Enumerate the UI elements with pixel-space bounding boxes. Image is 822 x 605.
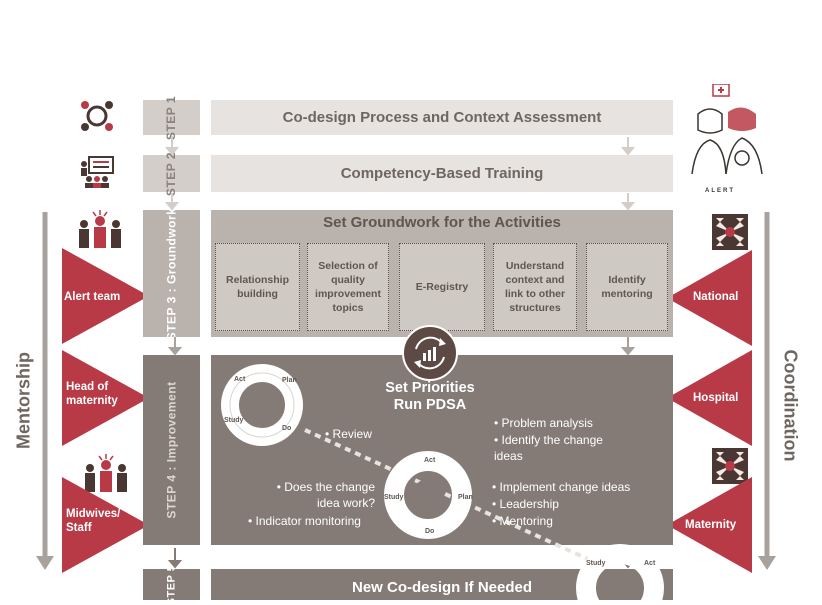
svg-text:Study: Study <box>586 560 606 567</box>
step-4-tab: STEP 4 : Improvement <box>143 355 200 545</box>
groundwork-box-eregistry: E-Registry <box>399 243 485 331</box>
network-arrows-icon <box>712 448 748 484</box>
actor-national-label: National <box>693 291 739 303</box>
leadership-text: • Leadership <box>492 497 559 511</box>
network-arrows-icon <box>712 214 748 250</box>
actor-maternity-label: Maternity <box>685 519 737 531</box>
cycle-plan-label: Plan <box>282 377 297 384</box>
svg-text:Act: Act <box>644 560 656 567</box>
pdsa-cycle-small: Act Plan Study Do <box>221 364 303 446</box>
training-icon <box>81 156 114 188</box>
team-circle-icon <box>81 101 113 131</box>
svg-text:Do: Do <box>425 528 434 535</box>
step-5-title: New Co-design If Needed <box>351 579 533 596</box>
svg-text:Act: Act <box>424 457 436 464</box>
step-3-tab: STEP 3 : Groundwork <box>143 207 200 340</box>
groundwork-box-selection: Selection of quality improvement topics <box>307 243 389 331</box>
svg-text:Plan: Plan <box>458 494 473 501</box>
cycle-do-label: Do <box>282 425 291 432</box>
review-text: • Review <box>325 427 372 441</box>
step-1-title: Co-design Process and Context Assessment <box>211 100 673 135</box>
cycle-study-label: Study <box>224 417 244 424</box>
actor-midwives-label: Midwives/ Staff <box>66 508 121 535</box>
group-alert-icon <box>79 210 121 248</box>
implement-change-text: • Implement change ideas <box>492 480 631 494</box>
step-2-title: Competency-Based Training <box>211 155 673 192</box>
coordination-arrow <box>758 212 776 570</box>
step-1-tab: STEP 1 <box>143 95 200 140</box>
pdsa-cycle-medium: Act Plan Study Do <box>384 451 473 539</box>
groundwork-box-identify: Identify mentoring <box>586 243 668 331</box>
cycle-act-label: Act <box>234 376 246 383</box>
svg-text:Study: Study <box>384 494 404 501</box>
step-3-title: Set Groundwork for the Activities <box>323 214 561 231</box>
step-5-tab: STEP 5 <box>143 564 200 605</box>
mentoring-text: • Mentoring <box>492 514 553 528</box>
actor-head-of-maternity-label: Head of maternity <box>66 381 118 408</box>
group-alert-icon <box>85 454 127 492</box>
alert-logo-icon <box>691 84 763 175</box>
pdsa-chart-icon <box>402 325 458 381</box>
step-2-tab: STEP 2 <box>143 151 200 196</box>
mentorship-arrow <box>36 212 54 570</box>
actor-alert-team-label: Alert team <box>64 291 121 303</box>
actor-hospital-label: Hospital <box>693 392 739 404</box>
indicator-monitoring-text: • Indicator monitoring <box>248 514 361 528</box>
alert-logo-text: ALERT <box>705 188 735 194</box>
problem-analysis-text: • Problem analysis <box>494 416 593 430</box>
groundwork-box-relationship: Relationship building <box>215 243 300 331</box>
pdsa-cycle-large: Study Act <box>576 544 664 600</box>
groundwork-box-understand: Understand context and link to other str… <box>493 243 577 331</box>
